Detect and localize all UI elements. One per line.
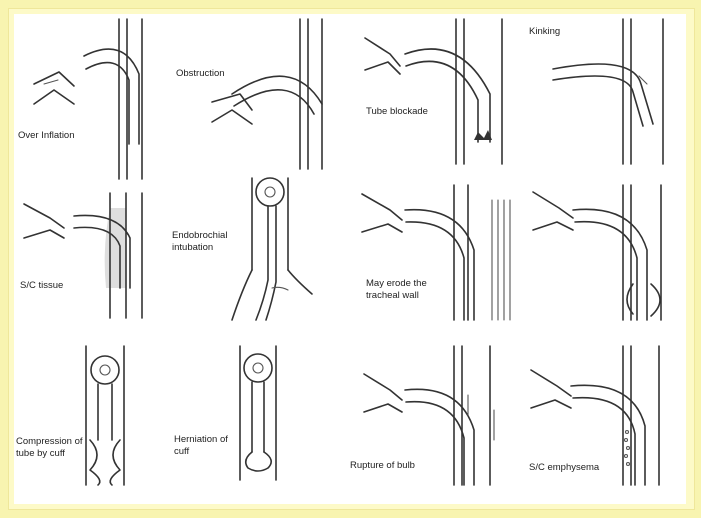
label-erode-wall: May erode the tracheal wall: [366, 278, 454, 302]
kinking-illustration: [523, 14, 686, 174]
panel-over-inflation: Over Inflation: [14, 14, 168, 182]
panel-rupture-bulb: Rupture of bulb: [350, 340, 522, 490]
sc-tissue-illustration: [14, 188, 168, 326]
panel-tube-blockade: Tube blockade: [350, 14, 520, 174]
label-herniation: Herniation of cuff: [174, 434, 236, 458]
label-endobrochial: Endobrochial intubation: [172, 230, 242, 254]
panel-obstruction: Obstruction: [172, 14, 342, 174]
panel-cuff-bulge: [523, 180, 686, 330]
tube-blockade-illustration: [350, 14, 520, 174]
label-sc-emphysema: S/C emphysema: [529, 462, 599, 474]
panel-kinking: Kinking: [523, 14, 686, 174]
panel-herniation: Herniation of cuff: [172, 340, 328, 490]
panel-compression: Compression of tube by cuff: [14, 340, 168, 490]
over-inflation-illustration: [14, 14, 168, 182]
compression-illustration: [14, 340, 168, 490]
label-tube-blockade: Tube blockade: [366, 106, 428, 118]
panel-sc-tissue: S/C tissue: [14, 188, 168, 326]
panel-endobrochial: Endobrochial intubation: [172, 170, 328, 340]
panel-erode-wall: May erode the tracheal wall: [350, 180, 522, 330]
label-over-inflation: Over Inflation: [18, 130, 75, 142]
herniation-illustration: [172, 340, 328, 490]
label-obstruction: Obstruction: [176, 68, 225, 80]
obstruction-illustration: [172, 14, 342, 174]
label-sc-tissue: S/C tissue: [20, 280, 63, 292]
label-compression: Compression of tube by cuff: [16, 436, 86, 460]
label-kinking: Kinking: [529, 26, 560, 38]
erode-wall-illustration: [350, 180, 522, 330]
label-rupture-bulb: Rupture of bulb: [350, 460, 415, 472]
endobrochial-illustration: [172, 170, 328, 340]
panel-sc-emphysema: S/C emphysema: [523, 340, 686, 490]
cuff-bulge-illustration: [523, 180, 686, 330]
